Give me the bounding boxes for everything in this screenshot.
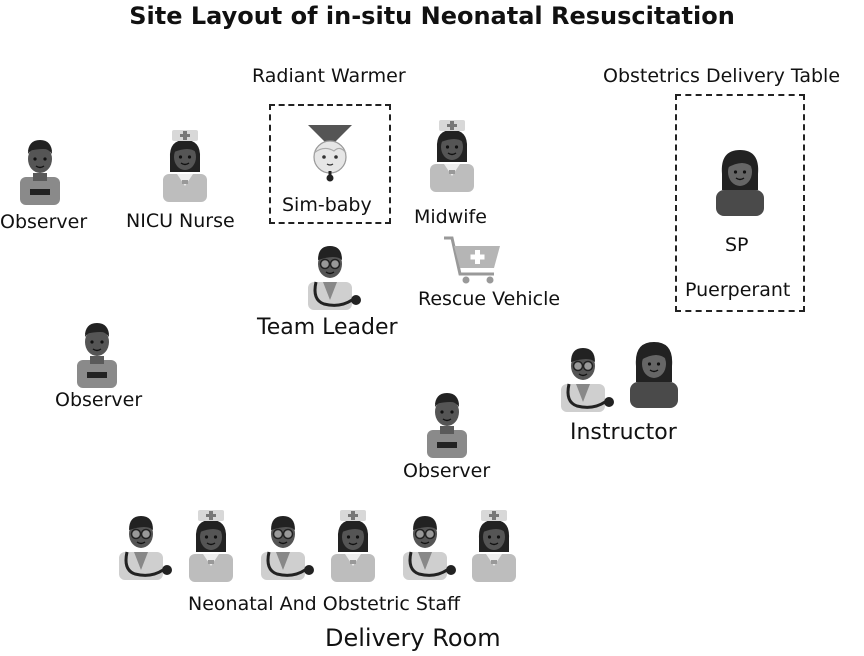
staff-nurse-icon: [330, 509, 376, 583]
observer-icon: [426, 392, 468, 459]
diagram-title: Site Layout of in-situ Neonatal Resuscit…: [129, 2, 735, 30]
staff-doctor-icon: [401, 514, 458, 582]
rescue-vehicle-label: Rescue Vehicle: [418, 288, 561, 310]
radiant-warmer-label: Radiant Warmer: [252, 65, 406, 87]
staff-nurse-icon: [471, 509, 517, 583]
shopping-cart-icon: [442, 236, 502, 285]
radiant-warmer-box: [269, 104, 391, 224]
obstetrics-table-box: [675, 94, 805, 312]
staff-label: Neonatal And Obstetric Staff: [188, 593, 461, 615]
midwife-nurse-icon: [429, 119, 475, 193]
observer-icon: [19, 139, 61, 206]
nicu-nurse-icon: [162, 129, 208, 203]
team-leader-label: Team Leader: [257, 315, 398, 340]
observer-icon: [76, 322, 118, 389]
observer-label: Observer: [55, 389, 143, 411]
obstetrics-table-label: Obstetrics Delivery Table: [603, 65, 841, 87]
instructor-woman-icon: [629, 341, 679, 409]
nicu-nurse-label: NICU Nurse: [126, 210, 235, 232]
observer-label: Observer: [0, 211, 88, 233]
team-leader-doctor-icon: [306, 244, 363, 312]
sim-baby-label: Sim-baby: [282, 194, 372, 216]
sp-woman-icon: [715, 149, 765, 217]
sp-label: SP: [725, 234, 749, 256]
instructor-label: Instructor: [570, 420, 677, 445]
puerperant-label: Puerperant: [685, 279, 791, 301]
staff-nurse-icon: [188, 509, 234, 583]
midwife-label: Midwife: [414, 206, 487, 228]
staff-doctor-icon: [259, 514, 316, 582]
baby-warmer-icon: [307, 124, 353, 183]
observer-label: Observer: [403, 460, 491, 482]
delivery-room-label: Delivery Room: [325, 624, 501, 652]
staff-doctor-icon: [117, 514, 174, 582]
instructor-doctor-icon: [559, 346, 616, 414]
